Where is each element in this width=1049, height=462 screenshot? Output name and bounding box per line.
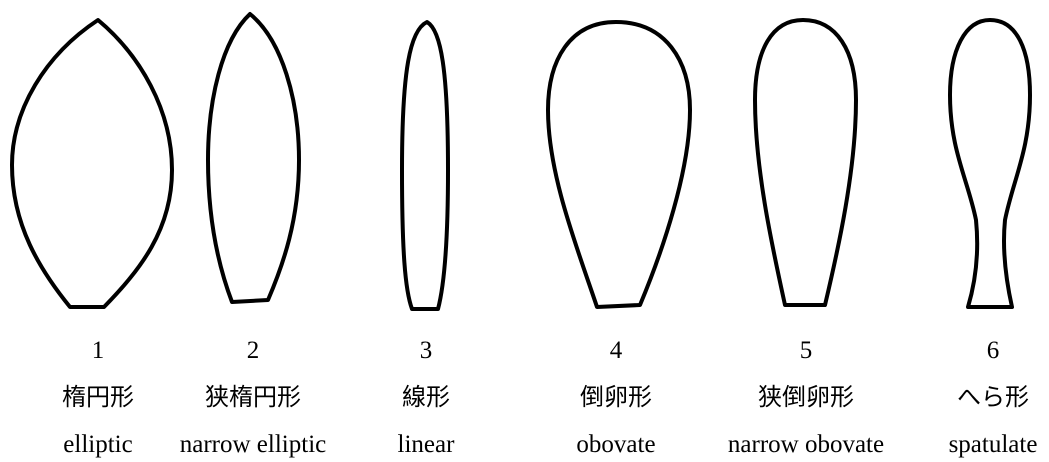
leaf-english-name: narrow elliptic [180, 432, 326, 457]
spatulate-leaf-outline [950, 20, 1030, 307]
leaf-english-name: elliptic [63, 432, 132, 457]
leaf-english-name: spatulate [949, 432, 1038, 457]
leaf-number-label: 2 [247, 338, 260, 363]
leaf-japanese-name: 楕円形 [62, 386, 134, 410]
leaf-english-name: obovate [576, 432, 655, 457]
leaf-english-name: linear [398, 432, 455, 457]
elliptic-leaf-outline [12, 20, 172, 307]
leaf-japanese-name: へら形 [957, 386, 1029, 410]
leaf-japanese-name: 狭楕円形 [205, 386, 301, 410]
leaf-number-label: 1 [92, 338, 105, 363]
narrow-elliptic-leaf-outline [208, 14, 299, 302]
linear-leaf-outline [402, 22, 448, 309]
leaf-english-name: narrow obovate [728, 432, 884, 457]
leaf-number-label: 3 [420, 338, 433, 363]
leaf-number-label: 6 [987, 338, 1000, 363]
leaf-japanese-name: 倒卵形 [580, 386, 652, 410]
leaf-number-label: 4 [610, 338, 623, 363]
leaf-japanese-name: 狭倒卵形 [758, 386, 854, 410]
obovate-leaf-outline [548, 22, 690, 307]
leaf-japanese-name: 線形 [402, 386, 450, 410]
narrow-obovate-leaf-outline [755, 20, 856, 305]
leaf-number-label: 5 [800, 338, 813, 363]
